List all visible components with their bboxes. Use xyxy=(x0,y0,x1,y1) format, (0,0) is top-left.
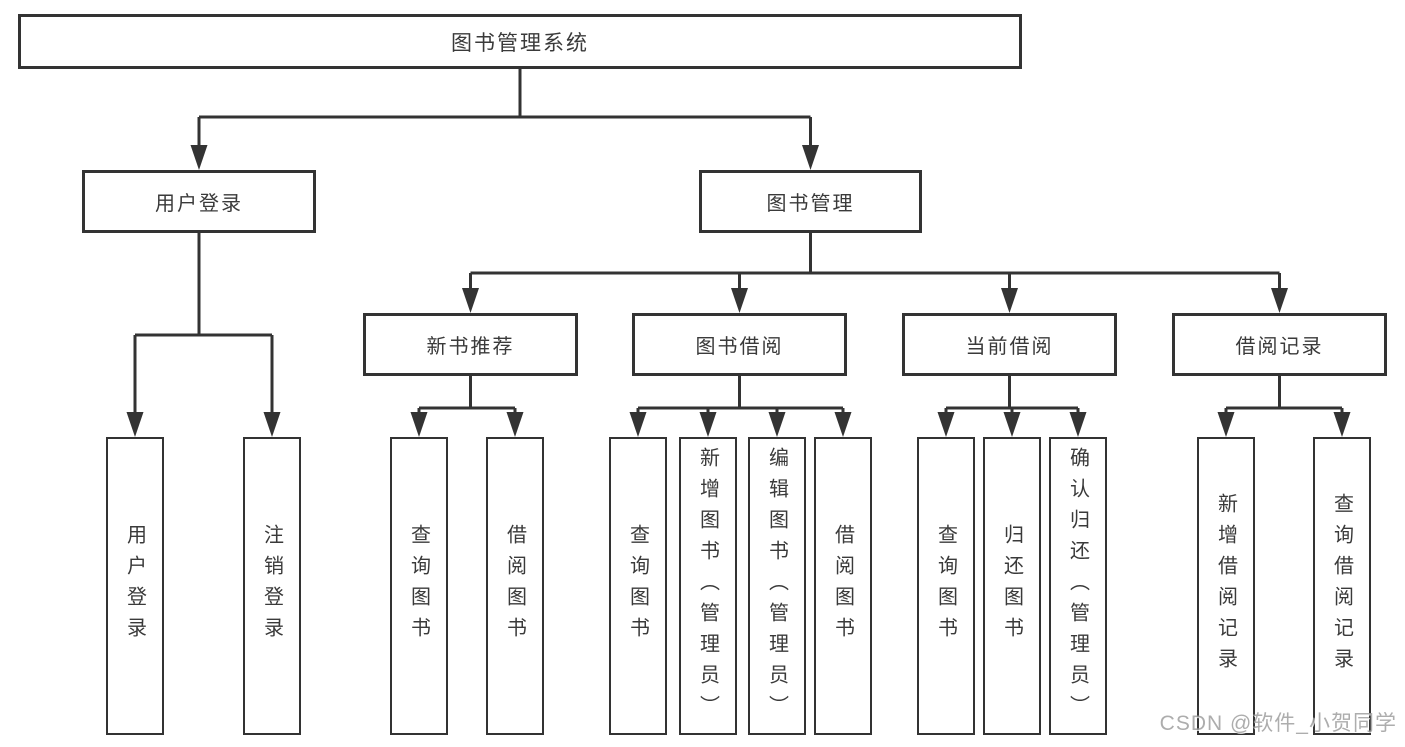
arrow-down-icon xyxy=(263,412,281,437)
arrow-down-icon xyxy=(699,412,717,437)
node-book-borrowing-label: 图书借阅 xyxy=(695,336,784,358)
connector-current-borrowing-to-leaves xyxy=(944,376,1080,418)
node-current-borrowing-label: 当前借阅 xyxy=(965,336,1054,358)
leaf-add-books-admin-label: 新增图书（管理员） xyxy=(696,446,719,726)
arrow-down-icon xyxy=(731,288,748,313)
node-book-management-label: 图书管理 xyxy=(766,193,855,215)
node-new-book-recommendation-label: 新书推荐 xyxy=(426,336,515,358)
arrow-down-icon xyxy=(1069,412,1087,437)
leaf-edit-books-admin: 编辑图书（管理员） xyxy=(748,437,806,735)
arrow-down-icon xyxy=(1003,412,1021,437)
leaf-confirm-return-admin: 确认归还（管理员） xyxy=(1049,437,1107,735)
leaf-query-borrowing-record: 查询借阅记录 xyxy=(1313,437,1371,735)
leaf-query-books-current-label: 查询图书 xyxy=(934,524,957,648)
leaf-query-books-borrowing-label: 查询图书 xyxy=(626,524,649,648)
arrow-down-icon xyxy=(190,145,208,170)
connector-book-borrowing-to-leaves xyxy=(636,376,845,418)
arrow-down-icon xyxy=(410,412,428,437)
leaf-borrow-books-recommend-label: 借阅图书 xyxy=(503,524,526,648)
node-user-login: 用户登录 xyxy=(82,170,316,233)
leaf-logout-login-label: 注销登录 xyxy=(260,524,283,648)
leaf-query-books-recommend: 查询图书 xyxy=(390,437,448,735)
leaf-add-books-admin: 新增图书（管理员） xyxy=(679,437,737,735)
leaf-query-books-recommend-label: 查询图书 xyxy=(407,524,430,648)
node-book-management: 图书管理 xyxy=(699,170,922,233)
node-book-borrowing: 图书借阅 xyxy=(632,313,847,376)
node-borrowing-records: 借阅记录 xyxy=(1172,313,1387,376)
node-borrowing-records-label: 借阅记录 xyxy=(1235,336,1324,358)
leaf-add-borrowing-record: 新增借阅记录 xyxy=(1197,437,1255,735)
leaf-return-books-label: 归还图书 xyxy=(1000,524,1023,648)
leaf-add-borrowing-record-label: 新增借阅记录 xyxy=(1214,493,1237,679)
leaf-confirm-return-admin-label: 确认归还（管理员） xyxy=(1066,446,1089,726)
leaf-return-books: 归还图书 xyxy=(983,437,1041,735)
connector-root-to-level2 xyxy=(197,68,812,150)
leaf-borrow-books-recommend: 借阅图书 xyxy=(486,437,544,735)
arrow-down-icon xyxy=(1217,412,1235,437)
leaf-borrow-books-borrowing: 借阅图书 xyxy=(814,437,872,735)
arrow-down-icon xyxy=(126,412,144,437)
leaf-borrow-books-borrowing-label: 借阅图书 xyxy=(831,524,854,648)
node-new-book-recommendation: 新书推荐 xyxy=(363,313,578,376)
leaf-user-login: 用户登录 xyxy=(106,437,164,735)
arrow-down-icon xyxy=(1271,288,1288,313)
node-user-login-label: 用户登录 xyxy=(155,193,243,215)
leaf-query-books-borrowing: 查询图书 xyxy=(609,437,667,735)
arrow-down-icon xyxy=(1001,288,1018,313)
leaf-user-login-label: 用户登录 xyxy=(123,524,146,648)
arrow-down-icon xyxy=(802,145,819,170)
connector-user-login-to-leaves xyxy=(133,233,274,418)
arrow-down-icon xyxy=(937,412,955,437)
leaf-edit-books-admin-label: 编辑图书（管理员） xyxy=(765,446,788,726)
connector-book-management-to-level3 xyxy=(469,233,1281,294)
connector-borrowing-records-to-leaves xyxy=(1224,376,1344,418)
arrow-down-icon xyxy=(768,412,786,437)
leaf-query-books-current: 查询图书 xyxy=(917,437,975,735)
node-library-system-label: 图书管理系统 xyxy=(451,31,589,55)
node-current-borrowing: 当前借阅 xyxy=(902,313,1117,376)
arrow-down-icon xyxy=(629,412,647,437)
connector-new-book-to-leaves xyxy=(417,376,517,418)
arrow-down-icon xyxy=(506,412,524,437)
arrow-down-icon xyxy=(462,288,479,313)
arrow-down-icon xyxy=(1333,412,1351,437)
leaf-query-borrowing-record-label: 查询借阅记录 xyxy=(1330,493,1353,679)
leaf-logout-login: 注销登录 xyxy=(243,437,301,735)
arrow-down-icon xyxy=(834,412,852,437)
node-library-system: 图书管理系统 xyxy=(18,14,1022,69)
